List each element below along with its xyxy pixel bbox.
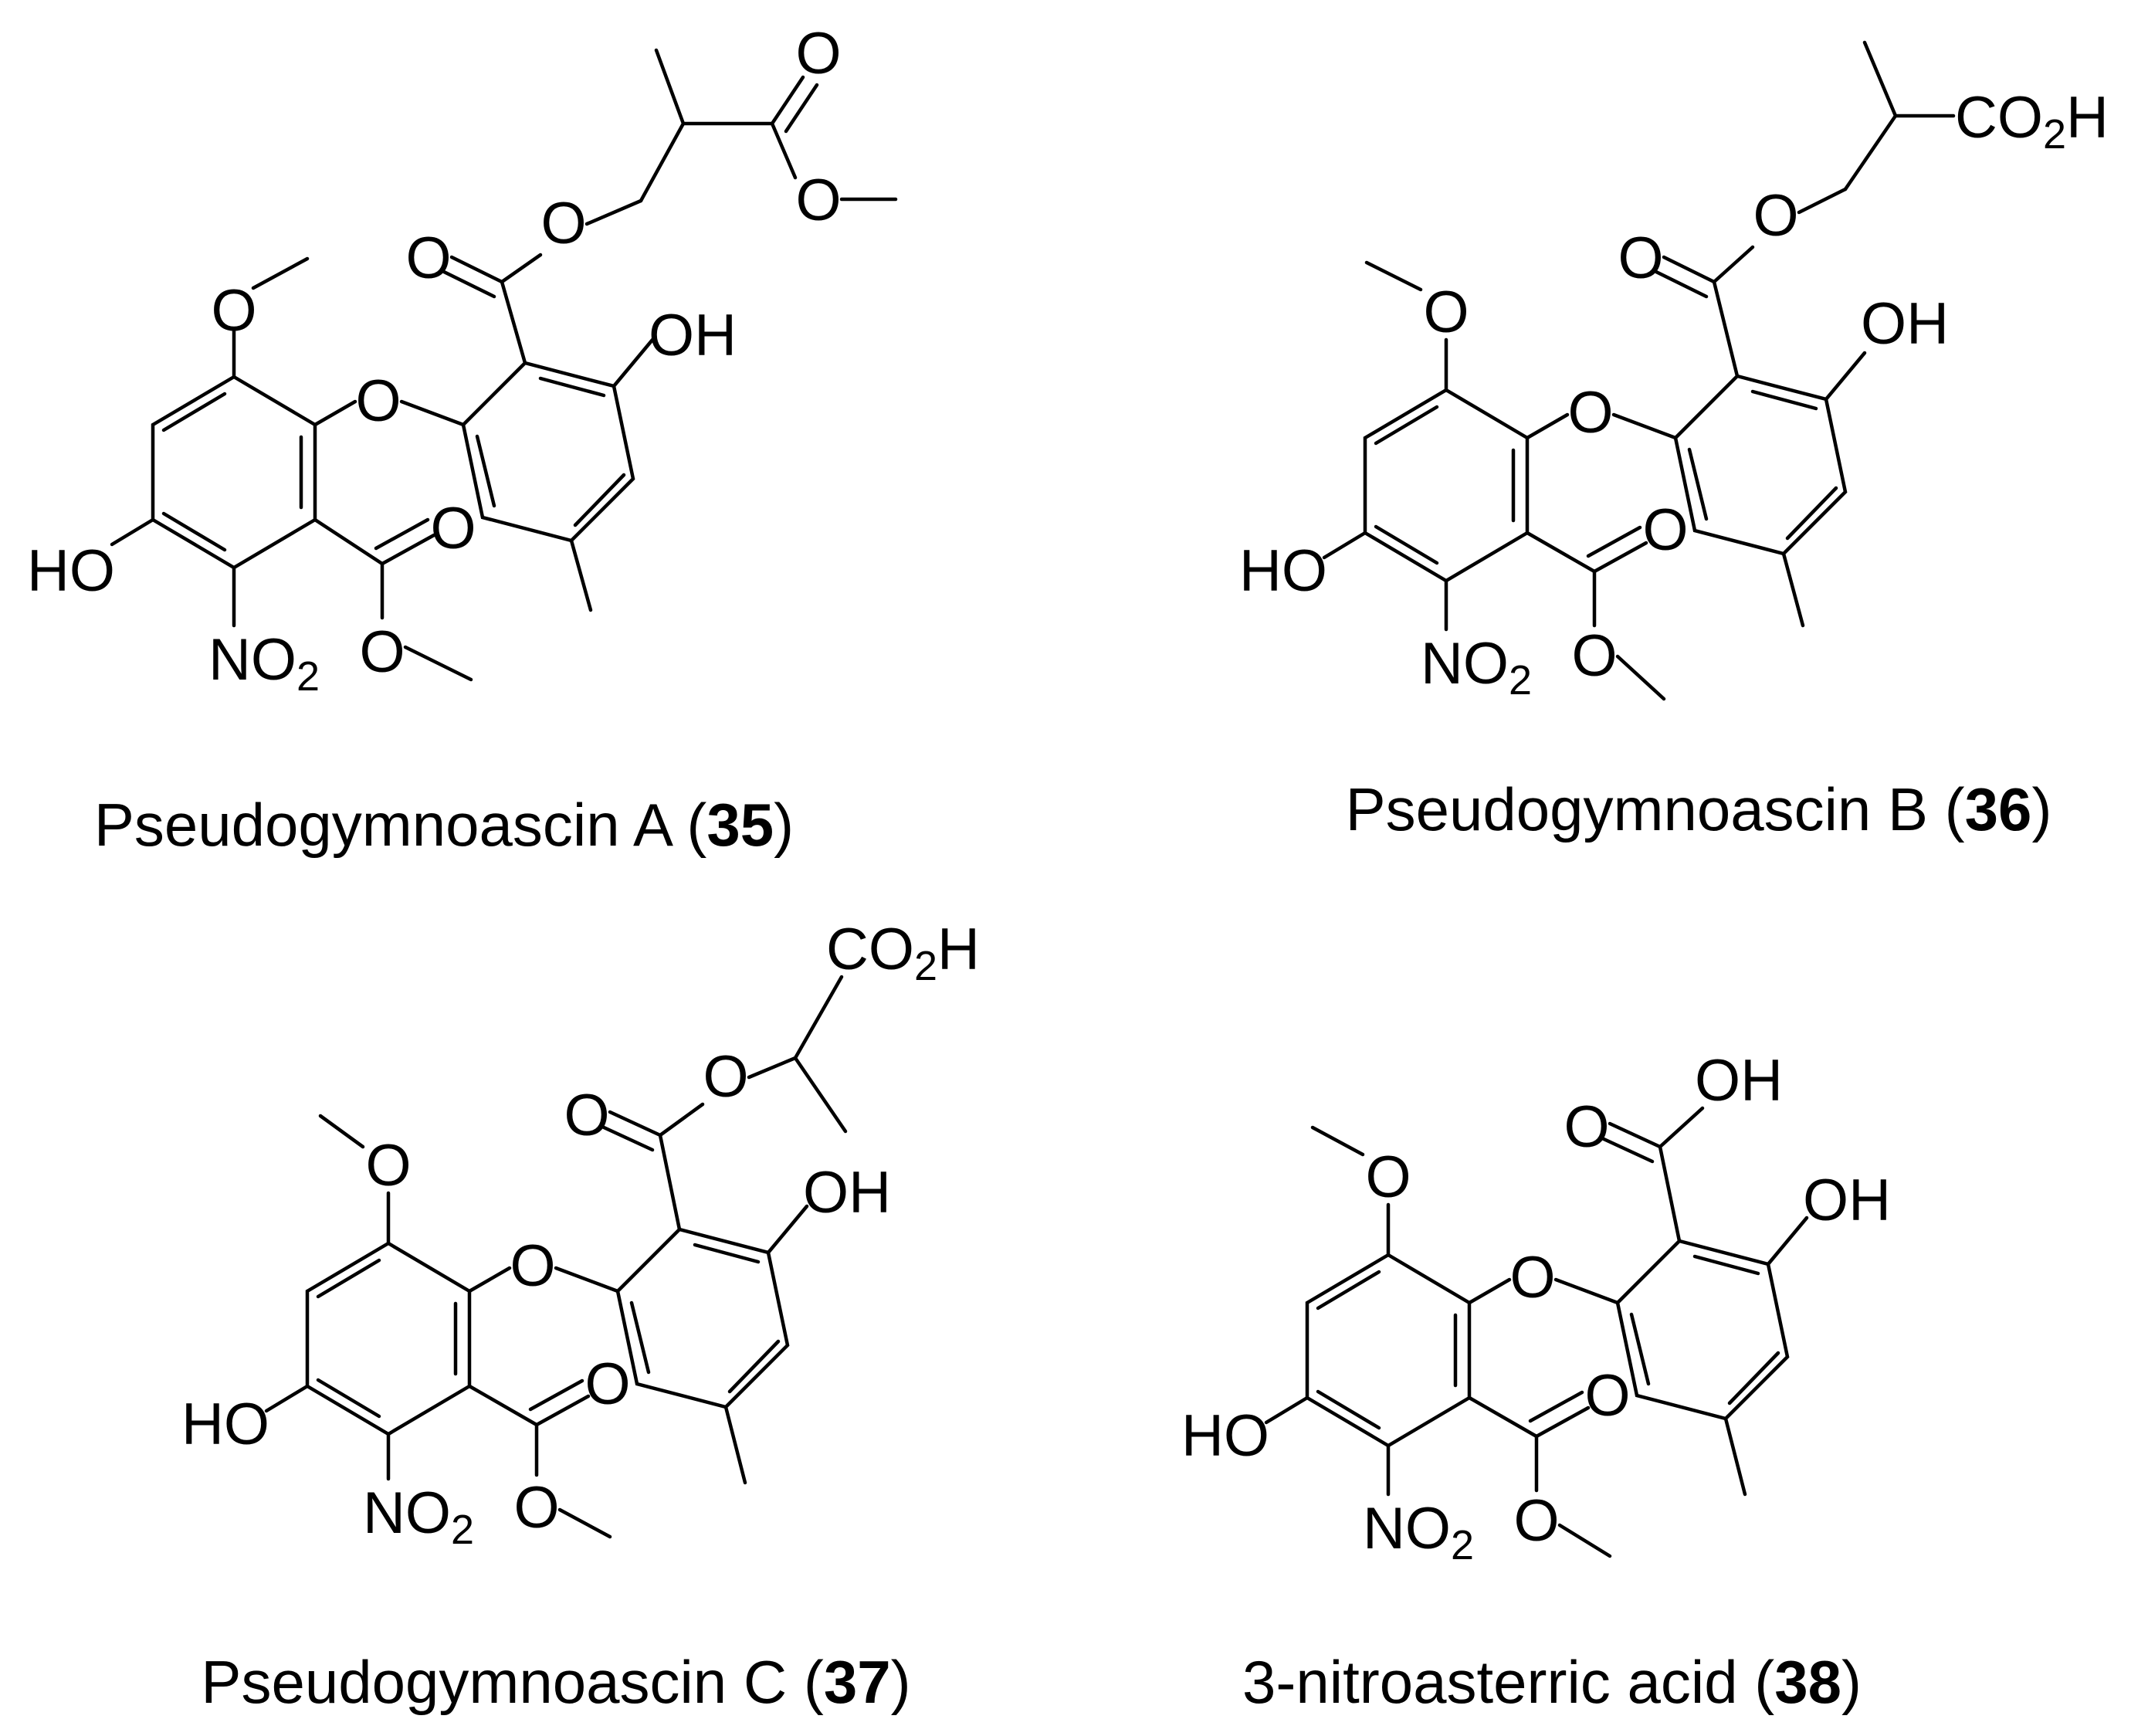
hydroxy-label: HO — [181, 1392, 269, 1457]
ester-oxygen: O — [513, 1475, 559, 1541]
atoms-38: O O HO NO2 O O OH O OH — [1181, 1048, 1891, 1568]
carbonyl-oxygen: O — [1564, 1094, 1609, 1160]
hydroxy-label: HO — [1181, 1403, 1269, 1469]
ester-link-oxygen: O — [703, 1044, 748, 1110]
bonds-36 — [1322, 40, 1956, 701]
molecule-37: O O HO NO2 O O OH O O CO2H Pseudogymnoas… — [181, 917, 980, 1716]
ester-oxygen: O — [1513, 1488, 1559, 1554]
hydroxy-label: HO — [1239, 538, 1327, 604]
ester-carbonyl-oxygen: O — [1584, 1363, 1630, 1429]
ester-link-oxygen: O — [540, 191, 586, 256]
nitro-label: NO2 — [1421, 631, 1532, 704]
bonds-38 — [1264, 1106, 1809, 1558]
nitro-label: NO2 — [1363, 1496, 1474, 1568]
methoxy-oxygen: O — [365, 1133, 411, 1199]
methoxy-oxygen: O — [1423, 280, 1469, 345]
ester-carbonyl-oxygen: O — [584, 1351, 630, 1417]
ester-carbonyl-oxygen: O — [1642, 497, 1688, 563]
carbonyl-oxygen: O — [1618, 225, 1663, 291]
atoms-36: O O HO NO2 O O OH O O CO2H — [1239, 85, 2109, 704]
hydroxy-label: OH — [803, 1160, 891, 1226]
bonds-37 — [264, 975, 848, 1539]
hydroxy-label: OH — [1803, 1168, 1891, 1233]
ether-oxygen: O — [510, 1233, 555, 1299]
caption-35: Pseudogymnoascin A (35) — [94, 791, 794, 859]
carbonyl-oxygen: O — [564, 1083, 609, 1148]
ester-link-oxygen: O — [1753, 183, 1798, 249]
methoxy-oxygen: O — [1365, 1144, 1411, 1210]
carboxylic-acid-label: CO2H — [826, 917, 980, 989]
ester-oxygen: O — [359, 619, 405, 685]
methoxy-oxygen: O — [211, 278, 256, 344]
ether-oxygen: O — [1509, 1245, 1555, 1310]
ester-oxygen: O — [1571, 623, 1617, 689]
hydroxy-label: OH — [649, 303, 737, 368]
caption-37: Pseudogymnoascin C (37) — [201, 1648, 910, 1716]
molecule-36: O O HO NO2 O O OH O O CO2H Pseudogymnoas… — [1239, 40, 2109, 843]
hydroxy-label: OH — [1861, 291, 1949, 357]
hydroxy-label: HO — [27, 538, 115, 604]
molecule-35: O O HO NO2 O O OH O O O O Pseudogymnoasc… — [27, 21, 898, 859]
nitro-label: NO2 — [363, 1480, 474, 1553]
ester-carbonyl-oxygen: O — [430, 496, 476, 561]
ether-oxygen: O — [1567, 380, 1613, 446]
atoms-35: O O HO NO2 O O OH O O O O — [27, 21, 842, 700]
ether-oxygen: O — [355, 368, 401, 434]
side-ester-oxygen: O — [795, 168, 841, 233]
nitro-label: NO2 — [208, 627, 320, 700]
caption-38: 3-nitroasterric acid (38) — [1242, 1648, 1862, 1716]
atoms-37: O O HO NO2 O O OH O O CO2H — [181, 917, 980, 1553]
caption-36: Pseudogymnoascin B (36) — [1346, 775, 2052, 843]
bonds-35 — [110, 48, 898, 682]
carbonyl-oxygen: O — [405, 225, 451, 291]
side-carbonyl-oxygen: O — [795, 21, 841, 86]
carboxylic-acid-hydroxy: OH — [1695, 1048, 1783, 1114]
carboxylic-acid-label: CO2H — [1955, 85, 2109, 158]
molecule-38: O O HO NO2 O O OH O OH 3-nitroasterric a… — [1181, 1048, 1891, 1716]
